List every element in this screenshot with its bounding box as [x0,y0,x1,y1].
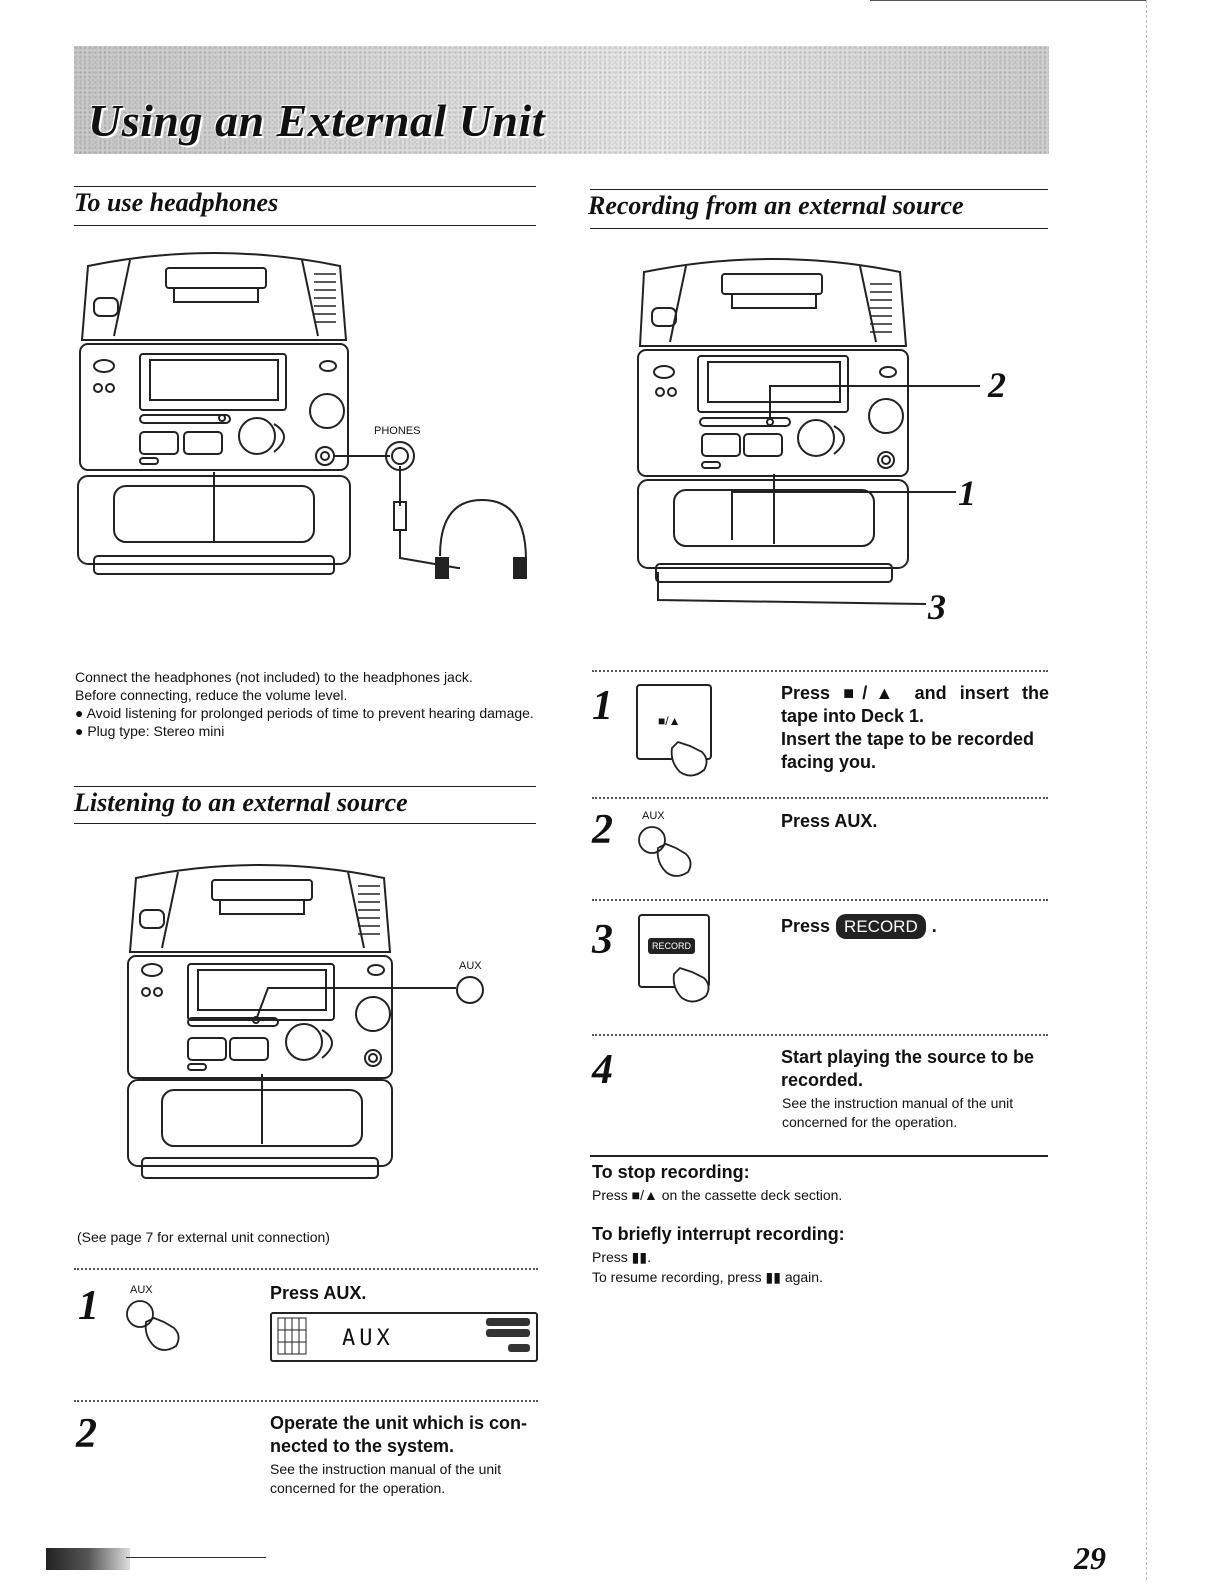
note-line: concerned for the operation. [782,1114,958,1130]
rule [74,225,536,226]
top-edge-line [870,0,1146,1]
rule [590,228,1048,229]
interrupt-recording-text: Press ▮▮. [592,1249,651,1265]
note-line: See the instruction manual of the unit [782,1095,1014,1111]
step-line: recorded. [781,1070,864,1090]
display-text: AUX [342,1326,394,1351]
aux-display-panel: AUX [270,1312,538,1362]
resume-recording-text: To resume recording, press ▮▮ again. [592,1269,823,1285]
step-number: 4 [592,1047,613,1093]
rule [74,186,536,187]
stereo-aux-illustration [127,864,484,1179]
step-title-suffix: . [931,916,937,936]
page-number: 29 [1074,1540,1106,1576]
page-title: Using an External Unit [88,95,546,146]
headphones-heading: To use headphones [74,188,279,217]
record-badge: RECORD [836,914,926,939]
step-title-prefix: Press [781,916,831,936]
step-divider [592,1034,1048,1036]
step-divider [592,899,1048,901]
rule [590,189,1048,190]
step-title: Start playing the source to be recorded. [781,1046,1049,1092]
step-line: facing you. [781,752,877,772]
step-divider [74,1400,538,1402]
step-line: Press ■/▲ and insert the [781,683,1049,703]
step-divider [592,797,1048,799]
aux-button-label: AUX [130,1284,153,1296]
callout-1: 1 [958,473,976,513]
step-note: See the instruction manual of the unit c… [782,1094,1050,1132]
step-line: tape into Deck 1. [781,706,925,726]
finger-press-icon [670,740,708,777]
step-title: Press AUX. [781,811,878,831]
step-number: 2 [592,807,613,853]
stereo-recording-illustration [637,258,980,605]
stop-eject-button-illustration: ■/▲ [636,684,712,760]
rule [590,1155,1048,1157]
instruction-line: Before connecting, reduce the volume lev… [75,687,348,703]
step-number: 2 [76,1411,97,1457]
stop-recording-heading: To stop recording: [592,1162,750,1182]
step-note: See the instruction manual of the unit c… [270,1461,502,1496]
aux-button-label: AUX [642,810,665,822]
callout-3: 3 [928,587,946,627]
step-number: 3 [592,917,613,963]
step-number: 1 [78,1283,99,1329]
connection-note: (See page 7 for external unit connection… [77,1229,330,1245]
step-title: Press AUX. [270,1283,367,1303]
stop-recording-text: Press ■/▲ on the cassette deck section. [592,1187,843,1203]
interrupt-recording-heading: To briefly interrupt recording: [592,1224,845,1244]
aux-label: AUX [459,960,482,972]
display-indicator [486,1329,530,1337]
warning-bullet: ● Avoid listening for prolonged periods … [75,705,534,721]
phones-label: PHONES [374,425,421,437]
stereo-with-headphones-illustration [77,252,527,579]
recording-heading: Recording from an external source [588,191,964,220]
footer-mark [46,1548,130,1570]
title-banner [74,46,1049,154]
record-button-label: RECORD [648,938,696,954]
aux-button-press-icon [126,1300,180,1351]
aux-button-press-icon [638,826,692,877]
display-indicator [486,1318,530,1326]
page-edge-line [1146,0,1147,1580]
step-divider [592,670,1048,672]
listening-heading: Listening to an external source [74,788,408,817]
rule [74,786,536,787]
step-title: Operate the unit which is con-nected to … [270,1413,528,1456]
step-line: Insert the tape to be recorded [781,729,1035,749]
rule [74,823,536,824]
stop-eject-label: ■/▲ [658,714,681,728]
step-number: 1 [592,683,613,729]
step-title: Press ■/▲ and insert the tape into Deck … [781,682,1049,774]
headphones-instructions: Connect the headphones (not included) to… [75,668,537,740]
plug-type-bullet: ● Plug type: Stereo mini [75,723,225,739]
instruction-line: Connect the headphones (not included) to… [75,669,473,685]
finger-press-icon [672,966,710,1003]
step-divider [74,1268,538,1270]
step-title: Press RECORD . [781,914,937,939]
footer-line [126,1557,266,1558]
display-indicator [508,1344,530,1352]
step-line: Start playing the source to be [781,1047,1035,1067]
display-grid-icon [277,1317,307,1355]
callout-2: 2 [988,365,1006,405]
